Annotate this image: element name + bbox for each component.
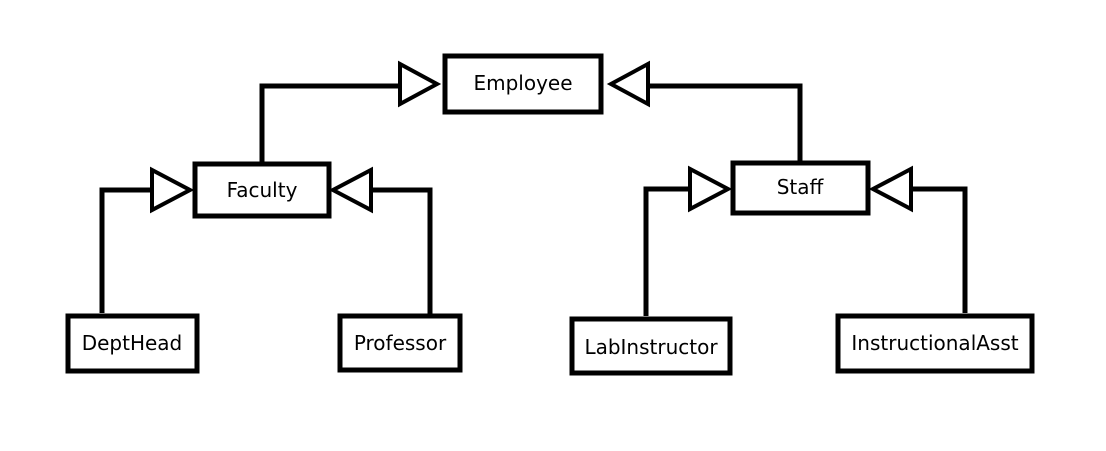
inheritance-arrowhead-icon (868, 165, 913, 213)
edge-professor-faculty (371, 187, 433, 315)
class-label-professor: Professor (354, 331, 447, 355)
edge-instructionalasst-staff (911, 186, 968, 313)
class-box-labinstructor: LabInstructor (569, 316, 733, 376)
inheritance-arrowhead-icon (606, 60, 650, 108)
class-box-faculty: Faculty (192, 161, 332, 219)
class-box-professor: Professor (337, 313, 463, 373)
inheritance-arrowhead-icon (150, 166, 195, 214)
class-label-faculty: Faculty (227, 178, 298, 202)
edge-staff-employee (648, 83, 803, 161)
class-label-depthead: DeptHead (82, 331, 183, 355)
edge-depthead-faculty (99, 187, 152, 313)
class-box-staff: Staff (730, 160, 871, 216)
edge-labinstructor-staff (643, 186, 690, 316)
class-box-instructionalasst: InstructionalAsst (835, 313, 1035, 374)
inheritance-arrowhead-icon (398, 60, 442, 108)
inheritance-arrowhead-icon (688, 165, 733, 213)
class-label-instructionalasst: InstructionalAsst (851, 331, 1018, 355)
class-label-employee: Employee (473, 71, 572, 95)
class-label-labinstructor: LabInstructor (584, 335, 718, 359)
class-box-employee: Employee (442, 53, 604, 115)
class-label-staff: Staff (777, 175, 825, 199)
edge-faculty-employee (259, 83, 400, 163)
class-box-depthead: DeptHead (65, 313, 200, 374)
inheritance-arrowhead-icon (328, 166, 373, 214)
